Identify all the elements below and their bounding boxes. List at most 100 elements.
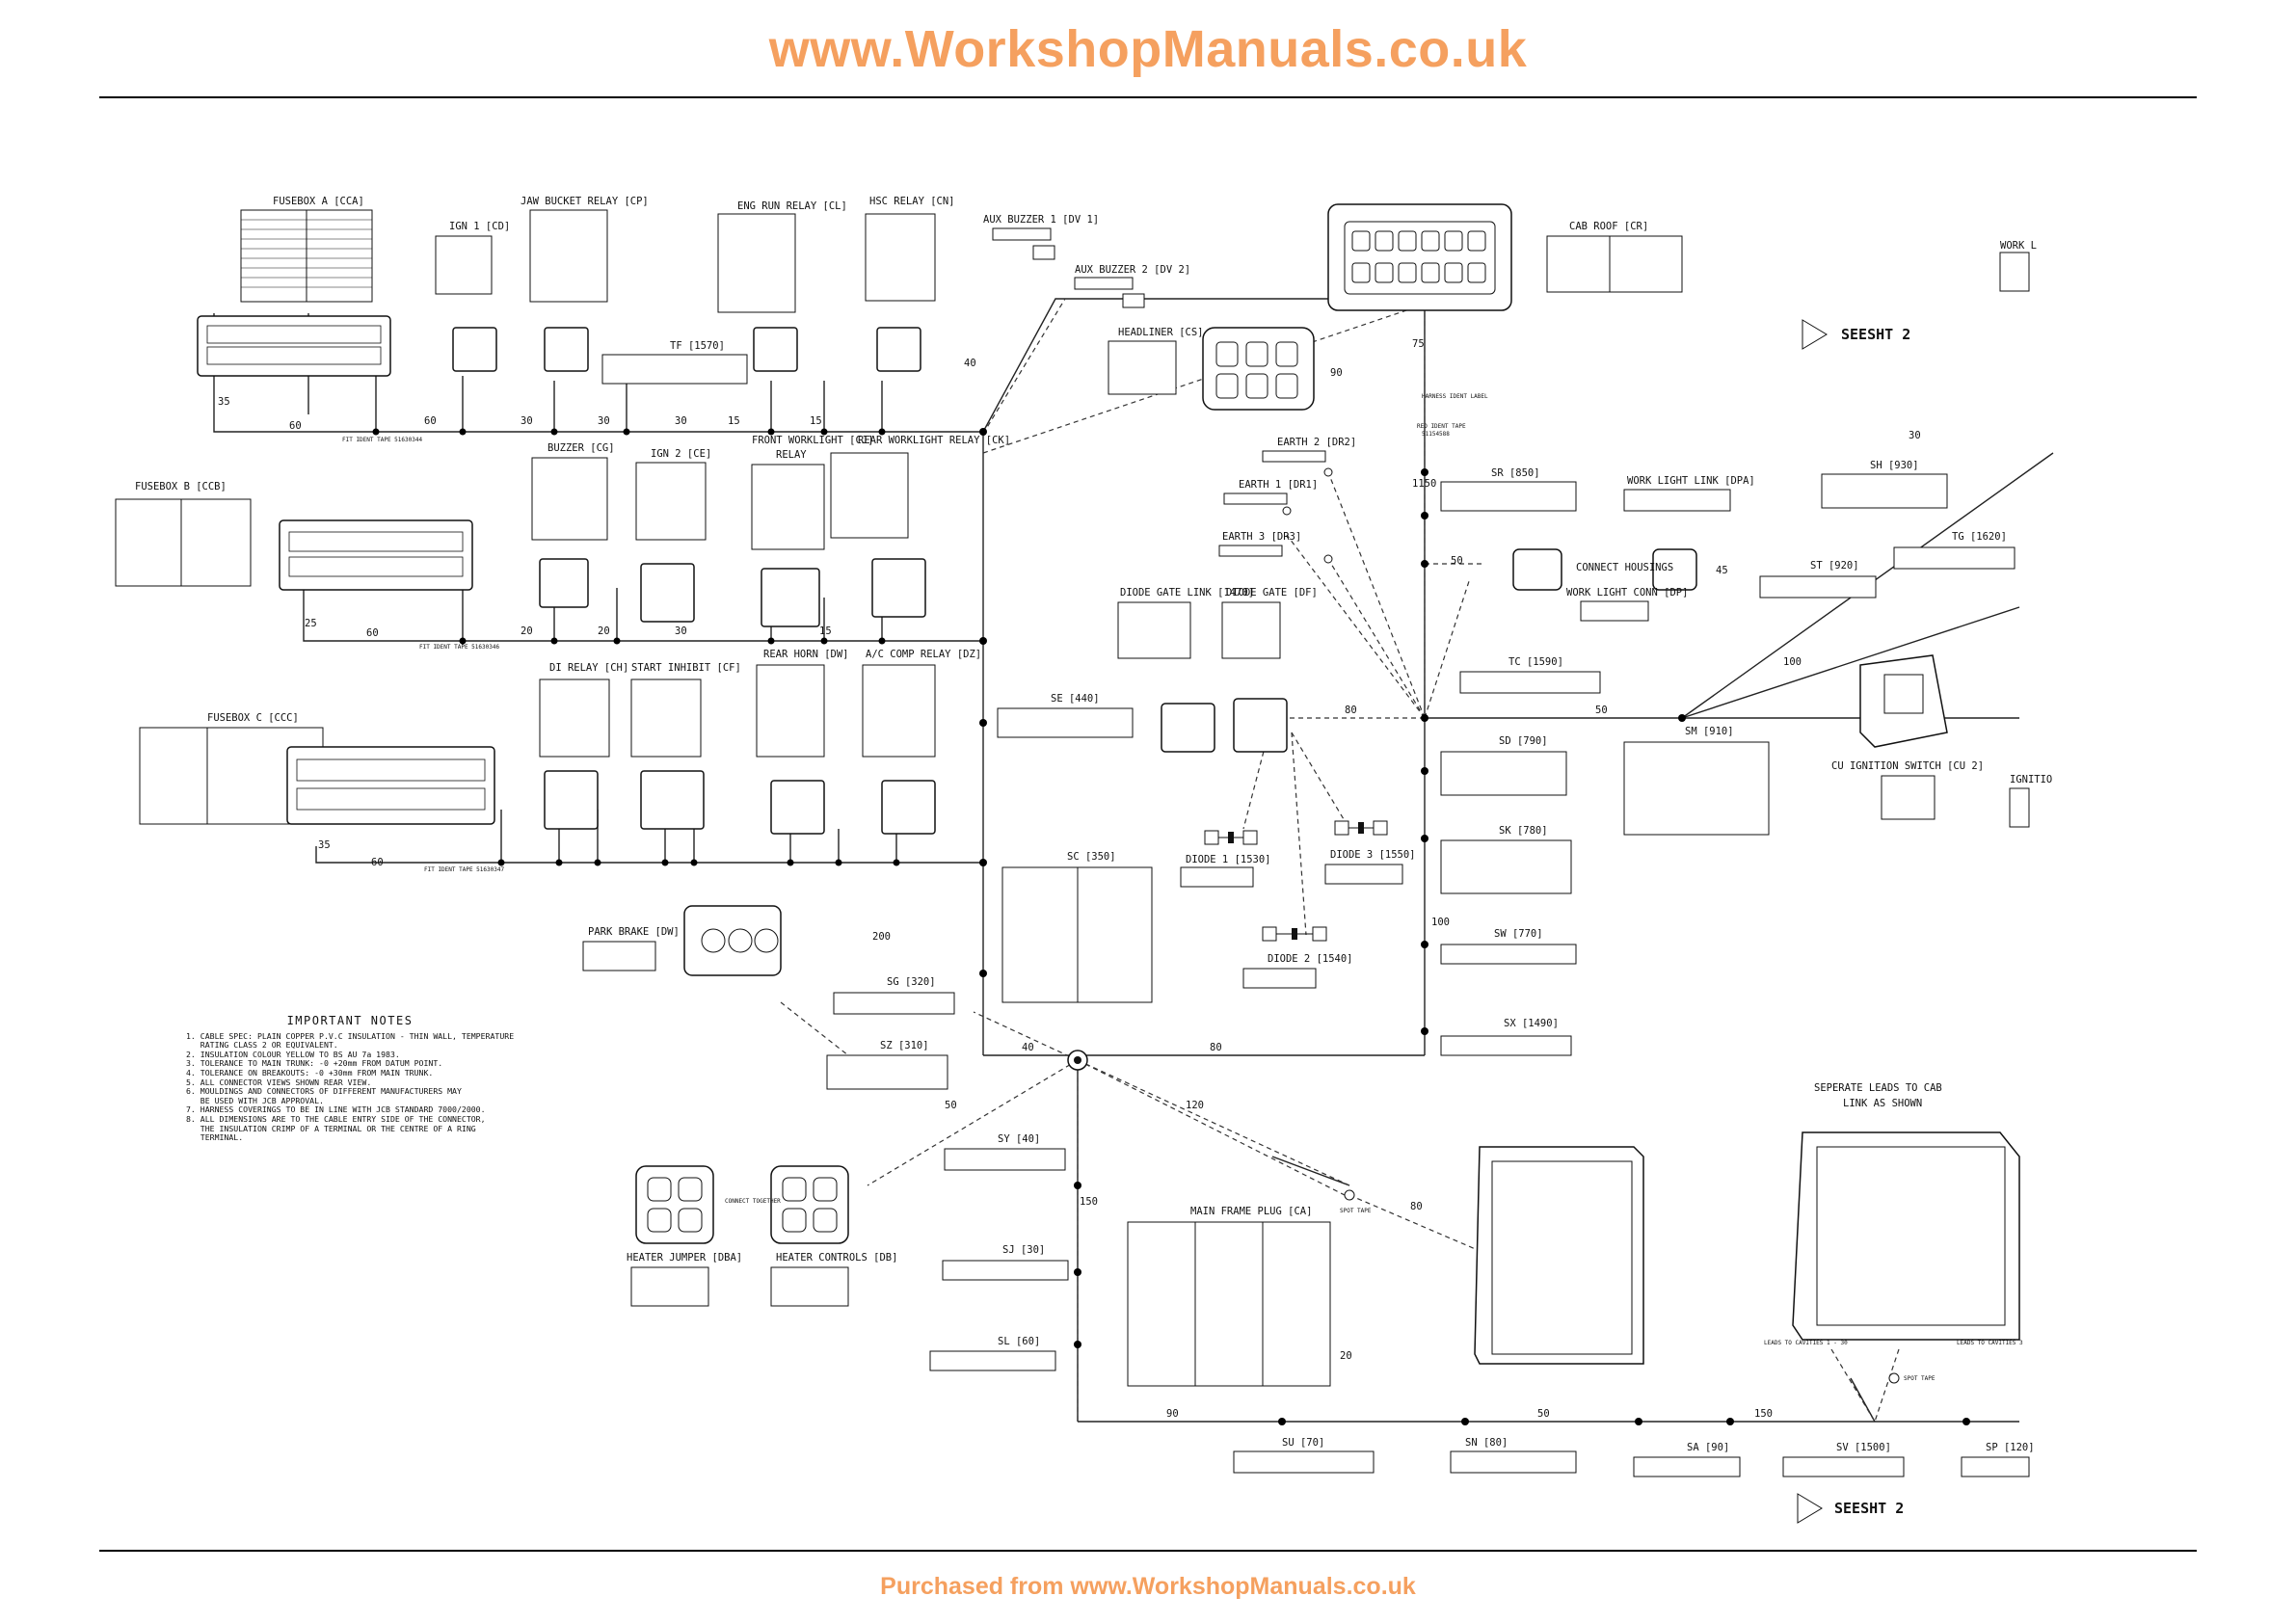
se-table: SE [440]: [997, 693, 1134, 738]
svg-text:DI RELAY [CH]: DI RELAY [CH]: [549, 662, 628, 674]
svg-text:50: 50: [945, 1100, 957, 1111]
svg-text:50: 50: [1451, 555, 1463, 567]
svg-text:SK [780]: SK [780]: [1499, 825, 1548, 837]
svg-text:30: 30: [1909, 430, 1921, 441]
tc-table: TC [1590]: [1459, 656, 1601, 694]
relay-ign2: IGN 2 [CE]: [635, 448, 711, 623]
svg-text:FIT IDENT TAPE 51630347: FIT IDENT TAPE 51630347: [424, 866, 504, 873]
svg-text:HEATER CONTROLS [DB]: HEATER CONTROLS [DB]: [776, 1252, 897, 1264]
svg-text:WORK LIGHT LINK [DPA]: WORK LIGHT LINK [DPA]: [1627, 475, 1755, 487]
svg-text:TG [1620]: TG [1620]: [1952, 531, 2007, 543]
svg-text:EARTH 3 [DR3]: EARTH 3 [DR3]: [1222, 531, 1301, 543]
svg-text:SZ [310]: SZ [310]: [880, 1040, 929, 1051]
svg-text:200: 200: [872, 931, 891, 943]
sh-table: SH [930]: [1821, 460, 1948, 509]
see-sheet-bottom: SEESHT 2: [1797, 1493, 1904, 1524]
svg-text:90: 90: [1330, 367, 1343, 379]
svg-text:FRONT WORKLIGHT [CJ]: FRONT WORKLIGHT [CJ]: [752, 435, 873, 446]
svg-text:DIODE 3 [1550]: DIODE 3 [1550]: [1330, 849, 1416, 861]
relay-di: DI RELAY [CH]: [539, 662, 628, 830]
svg-text:SA [90]: SA [90]: [1687, 1442, 1729, 1453]
svg-text:SU [70]: SU [70]: [1282, 1437, 1324, 1449]
note-line: 2. INSULATION COLOUR YELLOW TO BS AU 7a …: [186, 1049, 400, 1059]
svg-text:FIT IDENT TAPE 51630346: FIT IDENT TAPE 51630346: [419, 644, 499, 651]
svg-text:60: 60: [289, 420, 302, 432]
sw-table: SW [770]: [1440, 928, 1577, 965]
headliner-connector: HEADLINER [CS]: [1108, 327, 1315, 411]
aux-buzzer-1: AUX BUZZER 1 [DV 1]: [983, 214, 1099, 260]
svg-text:80: 80: [1210, 1042, 1222, 1053]
su-table: SU [70]: [1233, 1437, 1375, 1474]
svg-text:CAB ROOF [CR]: CAB ROOF [CR]: [1569, 221, 1648, 232]
svg-text:SE [440]: SE [440]: [1051, 693, 1100, 705]
svg-text:50: 50: [1595, 705, 1608, 716]
svg-text:DIODE GATE LINK [1470]: DIODE GATE LINK [1470]: [1120, 587, 1254, 599]
svg-text:ENG RUN RELAY [CL]: ENG RUN RELAY [CL]: [737, 200, 847, 212]
svg-text:JAW BUCKET RELAY [CP]: JAW BUCKET RELAY [CP]: [521, 196, 649, 207]
svg-text:30: 30: [675, 415, 687, 427]
sv-table: SV [1500]: [1782, 1442, 1905, 1477]
sz-table: SZ [310]: [826, 1040, 948, 1090]
svg-text:RED IDENT TAPE: RED IDENT TAPE: [1417, 423, 1466, 430]
earth-points: EARTH 2 [DR2] EARTH 1 [DR1] EARTH 3 [DR3…: [1218, 437, 1356, 564]
cu-ignition-switch: CU IGNITION SWITCH [CU 2] IGNITIO: [1831, 654, 2052, 828]
svg-text:150: 150: [1080, 1196, 1098, 1208]
svg-text:FUSEBOX C [CCC]: FUSEBOX C [CCC]: [207, 712, 299, 724]
note-line: RATING CLASS 2 OR EQUIVALENT.: [186, 1040, 338, 1051]
svg-text:HEATER JUMPER [DBA]: HEATER JUMPER [DBA]: [627, 1252, 742, 1264]
sm-table: SM [910]: [1623, 726, 1770, 836]
svg-text:SW [770]: SW [770]: [1494, 928, 1543, 940]
svg-text:REAR WORKLIGHT RELAY [CK]: REAR WORKLIGHT RELAY [CK]: [858, 435, 1010, 446]
svg-text:25: 25: [305, 618, 317, 629]
svg-text:EARTH 1 [DR1]: EARTH 1 [DR1]: [1239, 479, 1318, 491]
note-line: 5. ALL CONNECTOR VIEWS SHOWN REAR VIEW.: [186, 1077, 372, 1087]
svg-text:35: 35: [318, 839, 331, 851]
dashed-breakouts: [780, 298, 1900, 1423]
svg-text:SG [320]: SG [320]: [887, 976, 936, 988]
svg-text:CONNECT TOGETHER: CONNECT TOGETHER: [725, 1198, 781, 1205]
svg-text:SV [1500]: SV [1500]: [1836, 1442, 1891, 1453]
svg-text:SH [930]: SH [930]: [1870, 460, 1919, 471]
cab-roof-connector: CAB ROOF [CR]: [1327, 203, 1683, 311]
svg-text:15: 15: [810, 415, 822, 427]
svg-text:15: 15: [819, 625, 832, 637]
sc-table: SC [350]: [1001, 851, 1153, 1003]
svg-text:SEESHT 2: SEESHT 2: [1834, 1500, 1904, 1517]
note-line: 1. CABLE SPEC: PLAIN COPPER P.V.C INSULA…: [186, 1030, 515, 1041]
svg-text:AUX BUZZER 1 [DV 1]: AUX BUZZER 1 [DV 1]: [983, 214, 1099, 226]
svg-text:50: 50: [1537, 1408, 1550, 1420]
site-header: www.WorkshopManuals.co.uk: [768, 20, 1528, 78]
svg-text:PARK BRAKE [DW]: PARK BRAKE [DW]: [588, 926, 680, 938]
svg-text:FUSEBOX A [CCA]: FUSEBOX A [CCA]: [273, 196, 364, 207]
svg-text:SJ [30]: SJ [30]: [1002, 1244, 1045, 1256]
svg-text:LEADS TO CAVITIES 3: LEADS TO CAVITIES 3: [1957, 1340, 2023, 1346]
svg-text:150: 150: [1754, 1408, 1773, 1420]
note-line: 6. MOULDINGS AND CONNECTORS OF DIFFERENT…: [186, 1086, 462, 1097]
worklight-conn: CONNECT HOUSINGS WORK LIGHT CONN [DP]: [1512, 548, 1697, 622]
sg-table: SG [320]: [833, 976, 955, 1015]
svg-text:SPOT TAPE: SPOT TAPE: [1904, 1375, 1936, 1382]
svg-text:20: 20: [1340, 1350, 1352, 1362]
fusebox-a: FUSEBOX A [CCA]: [197, 196, 391, 377]
dimension-labels: 35 60 60 30 30 30 15 15 40 25 60 20 20 3…: [218, 338, 1921, 1420]
svg-text:SX [1490]: SX [1490]: [1504, 1018, 1559, 1029]
svg-text:40: 40: [1022, 1042, 1034, 1053]
sy-table: SY [40]: [944, 1133, 1066, 1171]
svg-text:30: 30: [521, 415, 533, 427]
main-frame-plug: MAIN FRAME PLUG [CA] SPOT TAPE: [1127, 1189, 1372, 1387]
sj-table: SJ [30]: [942, 1244, 1069, 1281]
diode-3: DIODE 3 [1550]: [1324, 820, 1416, 885]
bottom-rule: [99, 1550, 2197, 1552]
svg-text:SN [80]: SN [80]: [1465, 1437, 1508, 1449]
aux-buzzer-2: AUX BUZZER 2 [DV 2]: [1074, 264, 1190, 308]
svg-text:IGNITIO: IGNITIO: [2010, 774, 2052, 785]
svg-text:20: 20: [598, 625, 610, 637]
svg-text:120: 120: [1186, 1100, 1204, 1111]
svg-text:100: 100: [1431, 917, 1450, 928]
svg-text:SM [910]: SM [910]: [1685, 726, 1734, 737]
note-line: 8. ALL DIMENSIONS ARE TO THE CABLE ENTRY…: [186, 1113, 486, 1124]
svg-text:LINK AS SHOWN: LINK AS SHOWN: [1843, 1098, 1922, 1109]
rear-horn: REAR HORN [DW]: [756, 649, 849, 835]
top-rule: [99, 96, 2197, 98]
relay-jaw: JAW BUCKET RELAY [CP]: [521, 196, 649, 372]
